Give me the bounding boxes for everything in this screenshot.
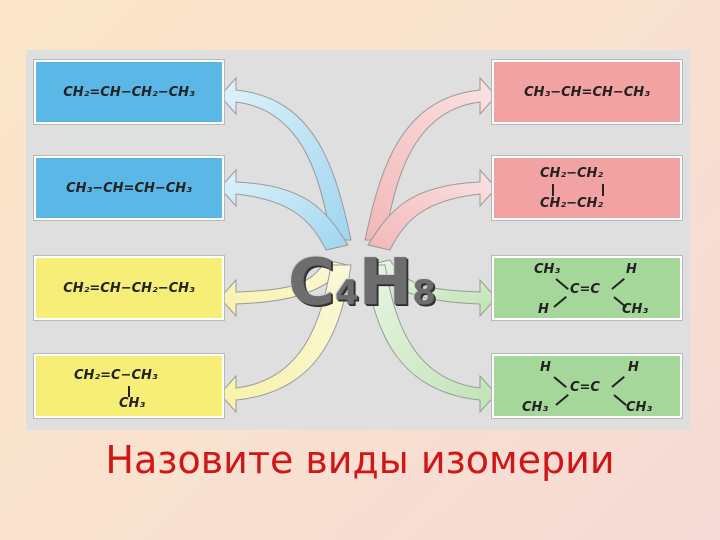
substituent-top-right: H <box>628 360 639 375</box>
ring-top: CH₂−CH₂ <box>540 166 604 181</box>
formula-text: CH₃−CH=CH−CH₃ <box>524 84 650 100</box>
isomer-box-right-4: H H C=C CH₃ CH₃ <box>492 354 682 418</box>
formula-text: CH₃−CH=CH−CH₃ <box>66 180 192 196</box>
formula-hydrogen: H <box>358 246 413 320</box>
bond-bl <box>553 295 567 308</box>
isomers-diagram: CH₂=CH−CH₂−CH₃ CH₃−CH=CH−CH₃ CH₂=CH−CH₂−… <box>26 50 690 430</box>
substituent-bottom-right: CH₃ <box>626 400 653 415</box>
formula-branch: CH₃ <box>119 396 146 411</box>
branch-bond <box>128 386 130 397</box>
isomer-box-right-2: CH₂−CH₂ CH₂−CH₂ <box>492 156 682 220</box>
formula-carbon: C <box>288 246 335 320</box>
ring-bottom: CH₂−CH₂ <box>540 196 604 211</box>
substituent-top-right: H <box>626 262 637 277</box>
isomer-box-left-1: CH₂=CH−CH₂−CH₃ <box>34 60 224 124</box>
formula-hydrogen-count: 8 <box>412 273 436 313</box>
arrow-right-1 <box>364 76 497 241</box>
bond-bl <box>555 393 569 406</box>
arrow-left-4 <box>219 264 352 414</box>
substituent-bottom-right: CH₃ <box>622 302 649 317</box>
substituent-bottom-left: CH₃ <box>522 400 549 415</box>
bond-tr <box>611 375 625 388</box>
formula-main-chain: CH₂=C−CH₃ <box>74 368 158 383</box>
bond-tr <box>611 277 625 290</box>
isomer-box-left-2: CH₃−CH=CH−CH₃ <box>34 156 224 220</box>
formula-text: CH₂=CH−CH₂−CH₃ <box>63 84 195 100</box>
formula-text: CH₂=CH−CH₂−CH₃ <box>63 280 195 296</box>
ring-bond-right <box>602 184 604 196</box>
substituent-top-left: H <box>540 360 551 375</box>
formula-carbon-count: 4 <box>334 273 359 313</box>
substituent-top-left: CH₃ <box>534 262 561 277</box>
double-bond-core: C=C <box>570 380 600 395</box>
arrows-layer <box>219 76 497 414</box>
substituent-bottom-left: H <box>538 302 549 317</box>
caption-question: Назовите виды изомерии <box>105 438 615 482</box>
bond-br <box>613 394 627 407</box>
double-bond-core: C=C <box>570 282 600 297</box>
isomer-box-right-1: CH₃−CH=CH−CH₃ <box>492 60 682 124</box>
isomer-box-right-3: CH₃ H C=C H CH₃ <box>492 256 682 320</box>
isomer-box-left-3: CH₂=CH−CH₂−CH₃ <box>34 256 224 320</box>
arrow-left-1 <box>219 76 352 241</box>
bond-tl <box>555 278 569 291</box>
bond-tl <box>553 376 567 389</box>
ring-bond-left <box>552 184 554 196</box>
isomer-box-left-4: CH₂=C−CH₃ CH₃ <box>34 354 224 418</box>
molecular-formula: C4H8 <box>288 246 436 320</box>
arrow-right-4 <box>364 264 497 414</box>
